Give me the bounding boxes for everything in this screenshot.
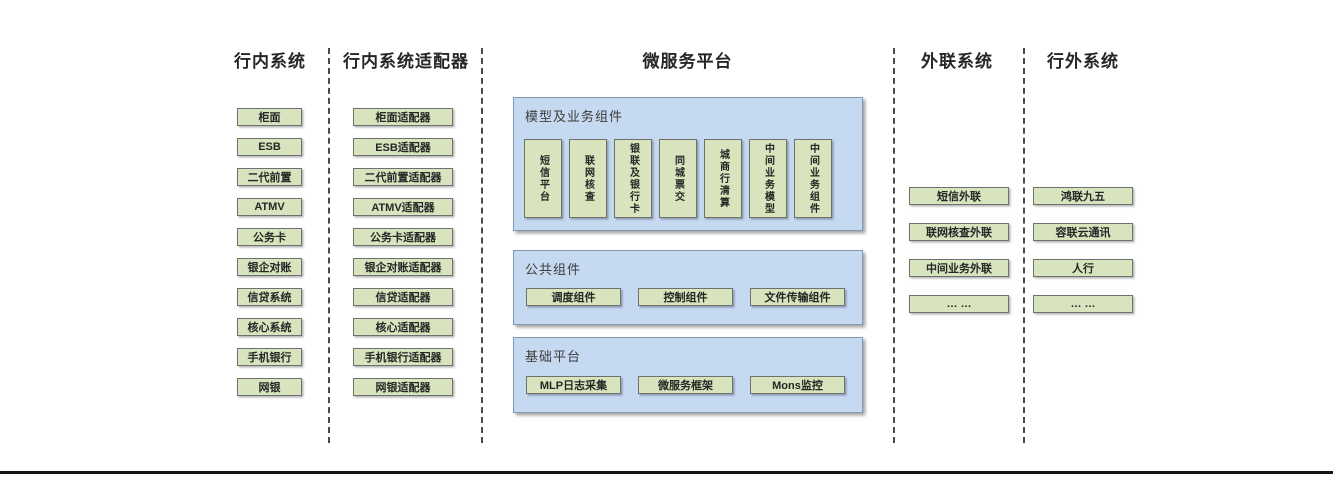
adapter-box: 二代前置适配器 — [353, 168, 453, 186]
component-box: MLP日志采集 — [526, 376, 621, 394]
panel-label: 模型及业务组件 — [525, 109, 624, 124]
adapter-box: 柜面适配器 — [353, 108, 453, 126]
outside-box: … … — [1033, 295, 1133, 313]
panel-model-business-components: 模型及业务组件 短信平台联网核查银联及银行卡同城票交城商行清算中间业务模型中间业… — [513, 97, 863, 231]
base-platform-box-row: MLP日志采集微服务框架 Mons监控 — [526, 376, 845, 394]
adapter-box: ESB适配器 — [353, 138, 453, 156]
adapter-box: ATMV适配器 — [353, 198, 453, 216]
column-divider — [893, 48, 895, 443]
model-business-box-row: 短信平台联网核查银联及银行卡同城票交城商行清算中间业务模型中间业务组件 — [524, 139, 832, 218]
adapter-box: 公务卡适配器 — [353, 228, 453, 246]
system-box: ESB — [237, 138, 302, 156]
external-box: 中间业务外联 — [909, 259, 1009, 277]
component-box: 控制组件 — [638, 288, 733, 306]
component-box: 城商行清算 — [704, 139, 742, 218]
column-title-microservice-platform: 微服务平台 — [642, 52, 733, 71]
system-box: 柜面 — [237, 108, 302, 126]
outside-box: 鸿联九五 — [1033, 187, 1133, 205]
component-box: 调度组件 — [526, 288, 621, 306]
system-box: ATMV — [237, 198, 302, 216]
component-box: 联网核查 — [569, 139, 607, 218]
column-title-internal-adapters: 行内系统适配器 — [343, 52, 469, 71]
component-box: Mons监控 — [750, 376, 845, 394]
column-title-internal-systems: 行内系统 — [234, 52, 306, 71]
panel-base-platform: 基础平台 MLP日志采集微服务框架 Mons监控 — [513, 337, 863, 413]
internal-systems-list: 柜面 ESB 二代前置 ATMV 公务卡银企对账信贷系统核心系统手机银行网银 — [237, 108, 302, 408]
adapter-box: 手机银行适配器 — [353, 348, 453, 366]
component-box: 文件传输组件 — [750, 288, 845, 306]
system-box: 公务卡 — [237, 228, 302, 246]
column-divider — [328, 48, 330, 443]
system-box: 银企对账 — [237, 258, 302, 276]
component-box: 微服务框架 — [638, 376, 733, 394]
adapter-box: 银企对账适配器 — [353, 258, 453, 276]
adapter-box: 核心适配器 — [353, 318, 453, 336]
panel-public-components: 公共组件 调度组件控制组件文件传输组件 — [513, 250, 863, 325]
outside-systems-list: 鸿联九五容联云通讯人行 … … — [1033, 187, 1133, 331]
component-box: 同城票交 — [659, 139, 697, 218]
adapter-box: 网银适配器 — [353, 378, 453, 396]
outside-box: 容联云通讯 — [1033, 223, 1133, 241]
column-divider — [1023, 48, 1025, 443]
component-box: 中间业务组件 — [794, 139, 832, 218]
system-box: 核心系统 — [237, 318, 302, 336]
system-box: 二代前置 — [237, 168, 302, 186]
system-box: 网银 — [237, 378, 302, 396]
external-box: … … — [909, 295, 1009, 313]
component-box: 银联及银行卡 — [614, 139, 652, 218]
column-divider — [481, 48, 483, 443]
bottom-rule — [0, 471, 1333, 474]
system-box: 手机银行 — [237, 348, 302, 366]
adapter-box: 信贷适配器 — [353, 288, 453, 306]
external-link-systems-list: 短信外联联网核查外联中间业务外联 … … — [909, 187, 1009, 331]
internal-adapters-list: 柜面适配器 ESB适配器二代前置适配器 ATMV适配器公务卡适配器银企对账适配器信贷… — [353, 108, 453, 408]
external-box: 联网核查外联 — [909, 223, 1009, 241]
public-components-box-row: 调度组件控制组件文件传输组件 — [526, 288, 845, 306]
column-title-external-link-systems: 外联系统 — [921, 52, 993, 71]
column-title-outside-systems: 行外系统 — [1047, 52, 1119, 71]
component-box: 短信平台 — [524, 139, 562, 218]
panel-label: 基础平台 — [525, 349, 582, 364]
system-box: 信贷系统 — [237, 288, 302, 306]
external-box: 短信外联 — [909, 187, 1009, 205]
outside-box: 人行 — [1033, 259, 1133, 277]
component-box: 中间业务模型 — [749, 139, 787, 218]
panel-label: 公共组件 — [525, 262, 582, 277]
